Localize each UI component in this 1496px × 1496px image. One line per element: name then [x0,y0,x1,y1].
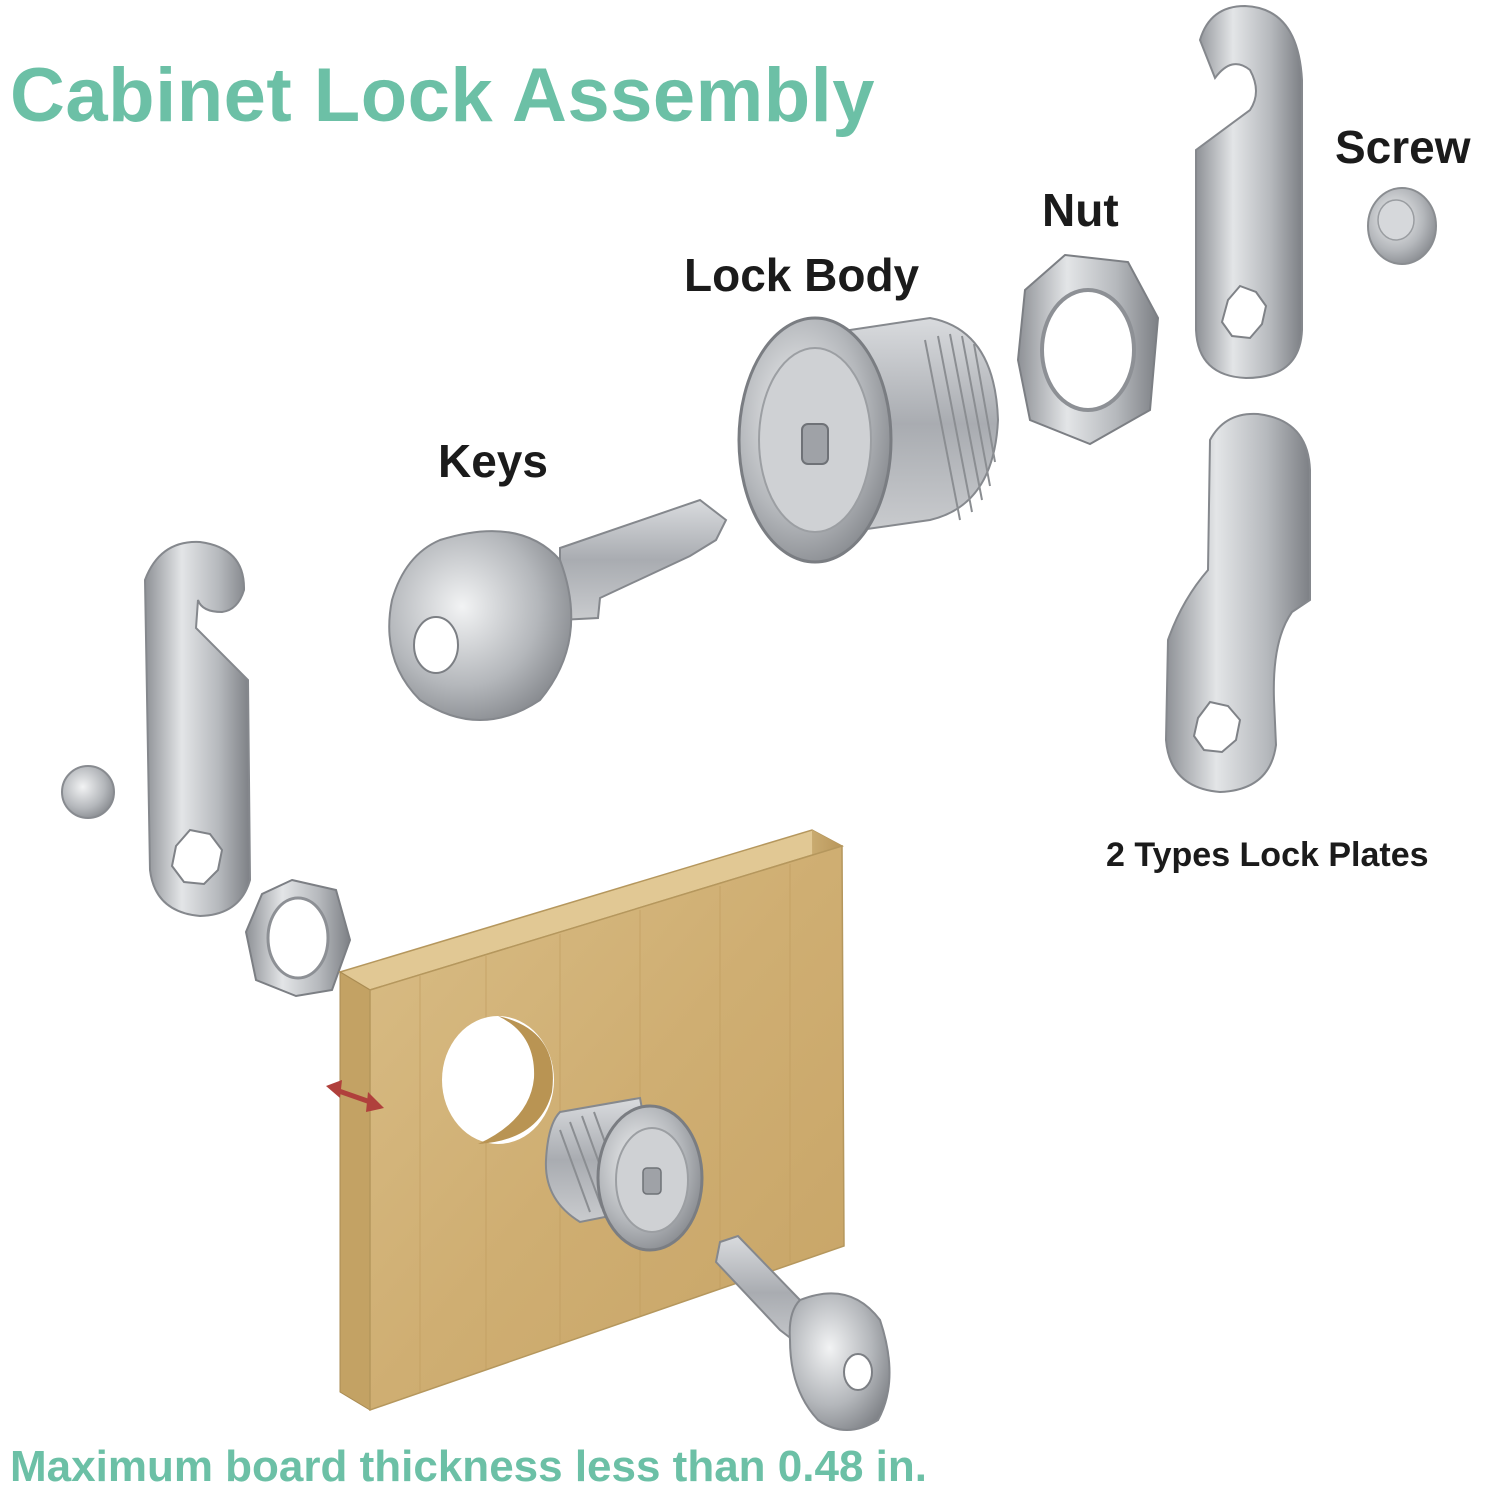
board-thickness-note: Maximum board thickness less than 0.48 i… [10,1442,927,1491]
lock-body-part [737,316,1000,564]
nut-label: Nut [1042,184,1119,236]
screw-small-part [61,765,115,819]
keys-label: Keys [438,435,548,487]
screw-label: Screw [1335,121,1471,173]
installed-key [714,1234,891,1431]
nut-left-part [244,878,352,998]
thickness-arrow [326,1080,384,1112]
screw-part [1367,187,1437,265]
lock-plates-label: 2 Types Lock Plates [1106,836,1429,874]
lock-plate-left [143,540,252,918]
page-title: Cabinet Lock Assembly [10,53,876,138]
installed-lock-body [544,1096,704,1252]
lock-plate-offset [1164,412,1311,794]
lock-body-label: Lock Body [684,249,920,301]
key-part [388,498,728,721]
lock-plate-hooked [1195,4,1303,380]
nut-part [1016,253,1160,446]
